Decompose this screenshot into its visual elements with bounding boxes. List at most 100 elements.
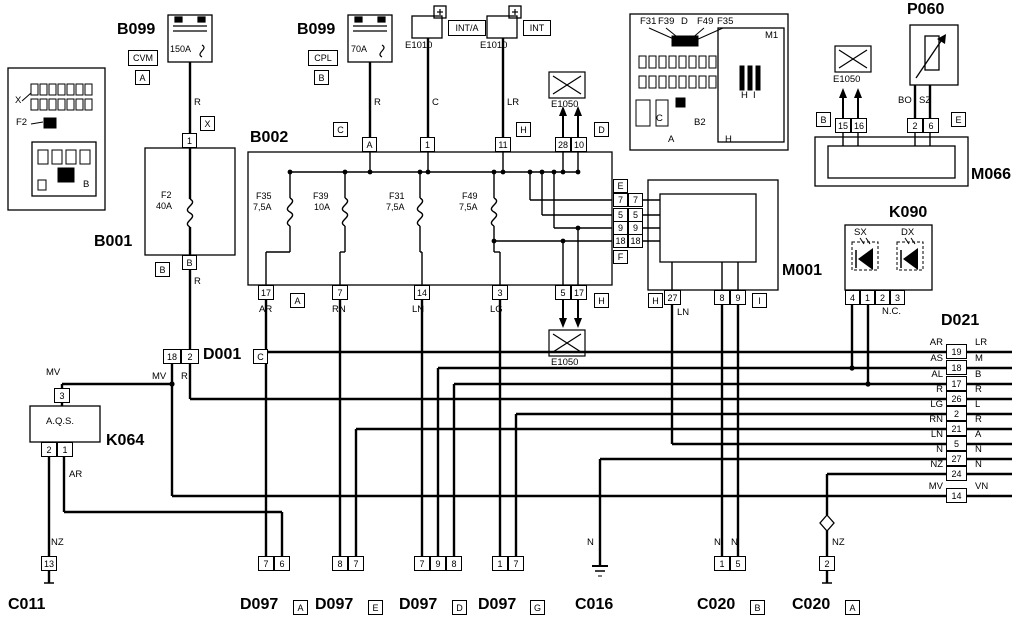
label-e1010-small-1: E1010 xyxy=(480,40,508,51)
label-dx-small-7: DX xyxy=(901,227,915,238)
pin-box-21-63: 21 xyxy=(946,421,967,436)
p060-box xyxy=(909,24,959,86)
pin-box-5-40: 5 xyxy=(628,208,643,222)
arrow-up-icon xyxy=(839,88,847,98)
pin-box-c-8: C xyxy=(253,349,268,364)
pin-box-b-14: B xyxy=(314,70,329,85)
label-a-d021_right-6: A xyxy=(975,429,982,440)
label-n-d021_right-7: N xyxy=(975,444,982,455)
label-r-wires-0: R xyxy=(194,97,201,108)
label-rn-d021_left-5: RN xyxy=(929,414,943,425)
battery-terminal-icon xyxy=(354,16,363,23)
fusebox-location-drawing xyxy=(7,67,106,211)
pin-box-7-34: 7 xyxy=(613,193,628,207)
tag-cvm: CVM xyxy=(128,50,158,66)
label-7-5a-fuses-7: 7,5A xyxy=(386,202,405,212)
fuse-70a-icon xyxy=(379,44,385,58)
fusebox-layout-drawing xyxy=(629,13,789,151)
battery-icons xyxy=(173,9,518,58)
label-lg-wires-13: LG xyxy=(490,304,503,315)
pin-box-17-31: 17 xyxy=(571,285,587,300)
tag-int: INT xyxy=(523,20,551,36)
pin-box-2-62: 2 xyxy=(946,406,967,421)
pin-box-h-32: H xyxy=(594,293,609,308)
label-7-5a-fuses-9: 7,5A xyxy=(459,202,478,212)
pin-box-18-37: 18 xyxy=(613,234,628,248)
label-n-wires-16: N xyxy=(714,537,721,548)
label-40a-fuses-11: 40A xyxy=(156,201,173,211)
e1050-ground-icon-right xyxy=(834,45,872,73)
pin-box-19-58: 19 xyxy=(946,344,967,359)
pin-box-g-80: G xyxy=(530,600,545,615)
pin-box-18-42: 18 xyxy=(628,234,643,248)
label-f31-fuses-6: F31 xyxy=(389,191,405,201)
label-m-d021_right-1: M xyxy=(975,353,983,364)
label-ln-wires-12: LN xyxy=(412,304,425,315)
pin-box-28-22: 28 xyxy=(555,137,571,152)
ground-c016-icon xyxy=(592,565,608,577)
pin-box-7-27: 7 xyxy=(332,285,348,300)
pin-box-24-66: 24 xyxy=(946,466,967,481)
pin-box-1-3: 1 xyxy=(182,133,197,148)
pin-box-14-67: 14 xyxy=(946,488,967,503)
pin-box-3-9: 3 xyxy=(54,388,70,403)
pin-box-8-71: 8 xyxy=(332,556,348,571)
title-d097-d: D097 xyxy=(399,596,438,613)
title-d001: D001 xyxy=(203,346,242,363)
label-lr-d021_right-0: LR xyxy=(975,337,988,348)
pin-box-7-72: 7 xyxy=(348,556,364,571)
label-n-d021_right-8: N xyxy=(975,459,982,470)
fuse-150a-icon xyxy=(199,44,205,58)
pin-box-b-5: B xyxy=(182,255,197,270)
pin-box-7-79: 7 xyxy=(508,556,524,571)
label-ln-d021_left-6: LN xyxy=(930,429,943,440)
title-b099-left: B099 xyxy=(117,21,156,38)
label-m1-small-9: M1 xyxy=(765,30,779,41)
title-d097-a: D097 xyxy=(240,596,279,613)
pin-box-a-16: A xyxy=(362,137,377,152)
label-f49-small-13: F49 xyxy=(697,16,714,27)
title-b099-mid: B099 xyxy=(297,21,336,38)
m066-box xyxy=(814,136,969,187)
label-n-wires-17: N xyxy=(731,537,738,548)
pin-box-27-65: 27 xyxy=(946,451,967,466)
pin-box-2-56: 2 xyxy=(875,290,890,305)
arrow-down-icon xyxy=(574,318,582,328)
pin-box-7-39: 7 xyxy=(628,193,643,207)
arrow-up-icon xyxy=(854,88,862,98)
arrow-up-icon xyxy=(574,106,582,116)
label-mv-d021_left-9: MV xyxy=(928,481,943,492)
label-nz-wires-9: NZ xyxy=(51,537,64,548)
pin-box-e-33: E xyxy=(613,179,628,193)
label-lg-d021_left-4: LG xyxy=(930,399,943,410)
component-outlines xyxy=(7,5,969,443)
pin-box-4-54: 4 xyxy=(845,290,860,305)
pin-box-2-7: 2 xyxy=(181,349,199,364)
pin-box-5-64: 5 xyxy=(946,436,967,451)
pin-box-e-73: E xyxy=(368,600,383,615)
pin-box-18-59: 18 xyxy=(946,360,967,375)
label-n-wires-15: N xyxy=(587,537,594,548)
label-150a-fuses-0: 150A xyxy=(170,44,192,54)
label-e1050-small-4: E1050 xyxy=(833,74,861,85)
label-al-d021_left-2: AL xyxy=(931,369,943,380)
label-mv-wires-5: MV xyxy=(152,371,167,382)
label-r-d021_right-5: R xyxy=(975,414,982,425)
pin-box-6-52: 6 xyxy=(923,118,939,133)
label-mv-wires-7: MV xyxy=(46,367,61,378)
e1010-right-icon xyxy=(486,15,518,39)
pin-box-13-12: 13 xyxy=(41,556,57,571)
label-d-small-12: D xyxy=(681,16,688,27)
label-f39-fuses-4: F39 xyxy=(313,191,329,201)
splice-diamond-icon xyxy=(819,514,835,532)
pin-box-3-57: 3 xyxy=(890,290,905,305)
label-e1050-small-2: E1050 xyxy=(551,99,579,110)
pin-box-1-81: 1 xyxy=(714,556,730,571)
m001-box xyxy=(647,179,779,291)
title-d021: D021 xyxy=(941,312,980,329)
pin-box-b-83: B xyxy=(750,600,765,615)
title-c016: C016 xyxy=(575,596,614,613)
pin-box-7-68: 7 xyxy=(258,556,274,571)
title-b002: B002 xyxy=(250,129,289,146)
